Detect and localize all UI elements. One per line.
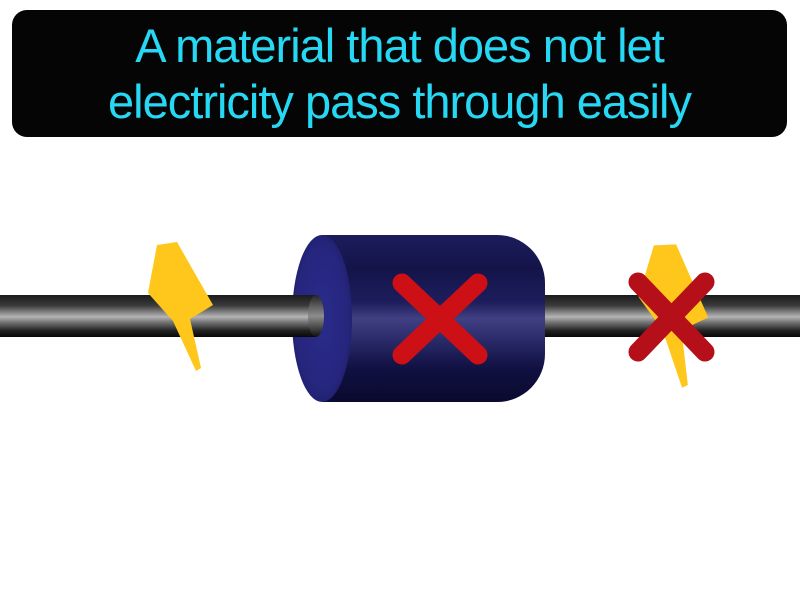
definition-banner: A material that does not let electricity… [12,10,787,137]
blocked-cross-right-icon [628,272,715,362]
lightning-bolt-left-icon [148,242,213,371]
blocked-cross-on-insulator-icon [392,273,488,365]
definition-line-1: A material that does not let [135,18,664,72]
insulator-cylinder [292,235,545,402]
wire-entry-cap [308,295,324,337]
definition-line-2: electricity pass through easily [108,74,692,128]
